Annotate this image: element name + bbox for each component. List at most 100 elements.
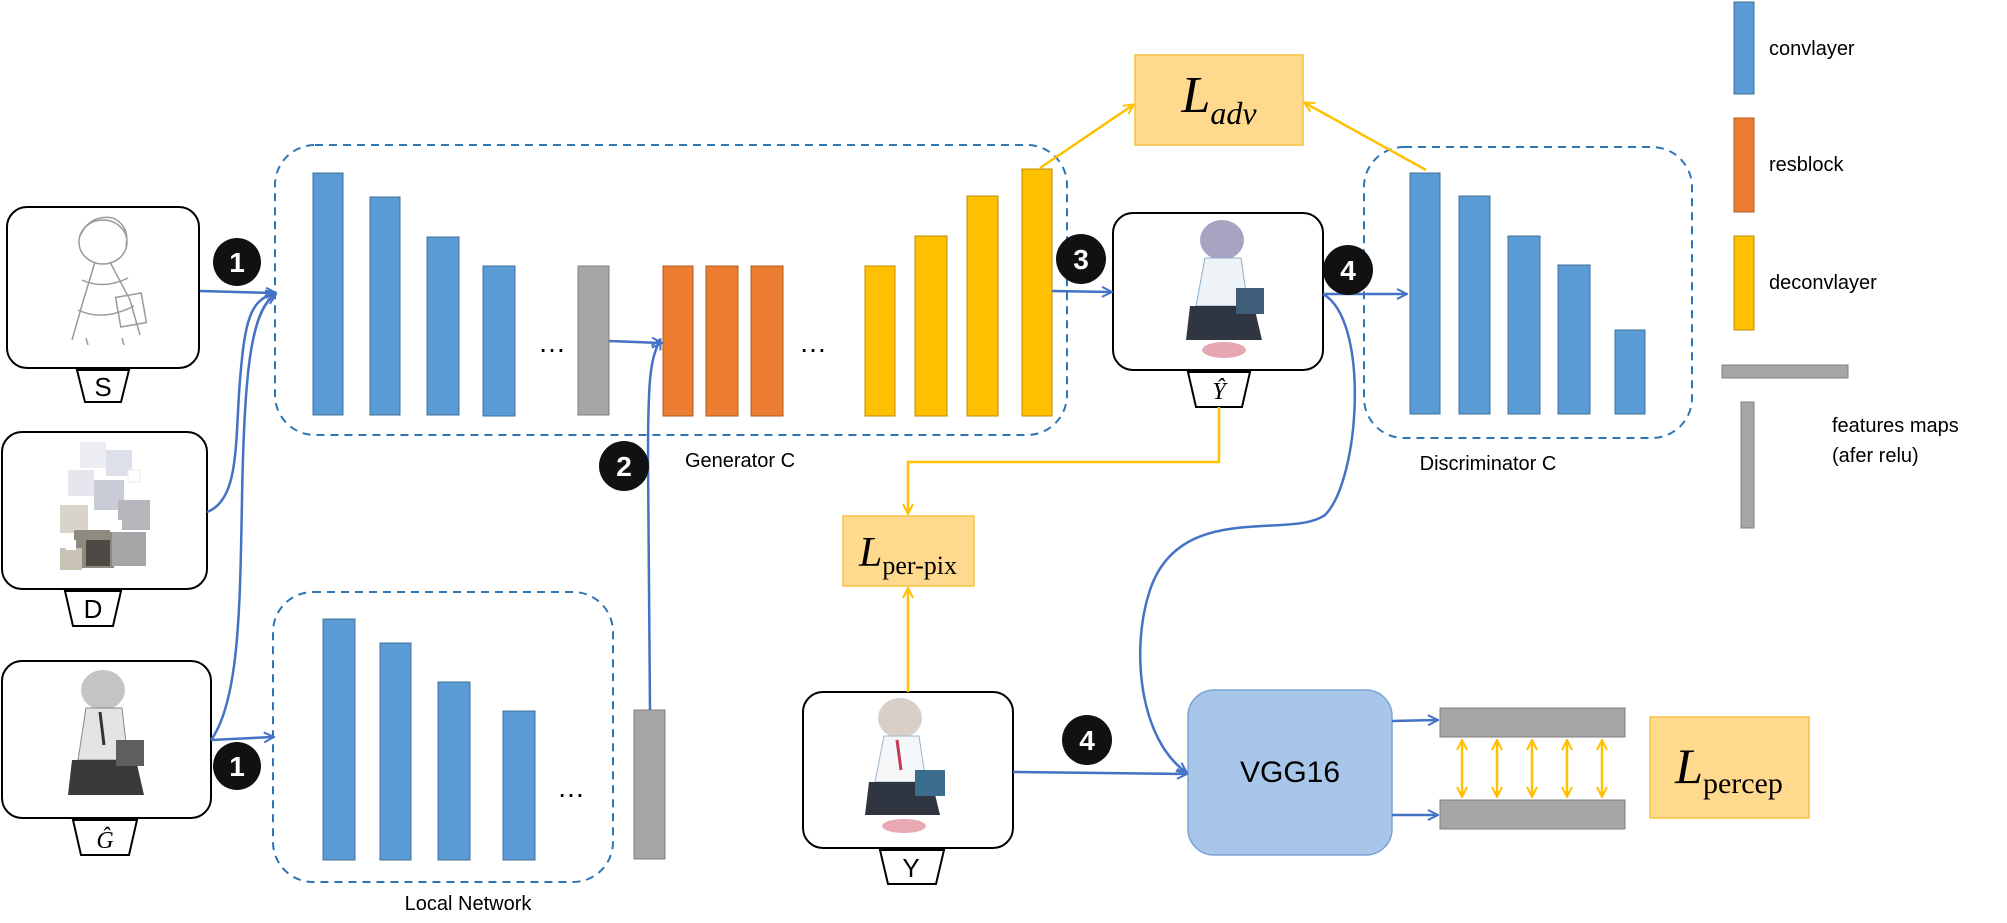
legend: convlayer resblock deconvlayer features … [1721,1,1959,529]
arrow-generator-to-loss-adv [1039,105,1133,170]
step-4a-number: 4 [1340,255,1356,286]
input-d: D [1,431,208,627]
input-s-label: S [94,372,111,402]
legend-features-line1: features maps [1832,415,1959,437]
step-4a: 4 [1323,245,1373,295]
loss-per-pix-sub: per-pix [882,551,957,580]
input-s-tag [75,369,131,403]
step-1a: 1 [213,238,261,286]
ground-truth-character-image [865,698,945,833]
disc-conv-3 [1507,235,1541,415]
legend-feature-horizontal-swatch [1721,364,1849,379]
arrow-discriminator-to-loss-adv [1305,103,1427,172]
disc-conv-1 [1409,172,1441,415]
gen-conv-4 [482,265,516,417]
loss-percep-main: L [1674,738,1703,794]
output-y-hat: Ŷ [1112,212,1324,408]
generator-deconv-layers [864,168,1053,417]
step-2-number: 2 [616,451,632,482]
legend-conv-swatch [1733,1,1755,95]
arrow-generator-to-y-hat [1051,291,1111,292]
loss-per-pix-main: L [858,530,882,576]
generator-label: Generator C [685,450,795,472]
local-conv-layers [322,618,536,861]
gen-res-1 [662,265,694,417]
input-d-frame [1,431,208,590]
local-conv-3 [437,681,471,861]
gen-deconv-1 [864,265,896,417]
local-conv-4 [502,710,536,861]
input-g-hat-label: Ĝ [96,828,113,854]
svg-text:Ladv: Ladv [1180,67,1257,131]
legend-feature-vertical-swatch [1740,401,1755,529]
step-1b: 1 [213,742,261,790]
step-3: 3 [1056,234,1106,284]
ground-truth-y: Y [802,691,1014,885]
generator-box [274,144,1068,436]
step-3-number: 3 [1073,244,1089,275]
arrow-g-to-generator [209,295,275,741]
output-y-hat-tag [1186,371,1252,408]
gen-res-2 [705,265,739,417]
local-conv-1 [322,618,356,861]
loss-adv-box [1134,54,1304,146]
vgg-feature-map-top [1439,707,1626,738]
arrow-g-to-local [210,737,273,740]
svg-text:Lper-pix: Lper-pix [858,530,957,580]
generator-resblocks [662,265,784,417]
loss-percep: Lpercep [1649,716,1810,819]
input-d-tag [63,590,123,627]
input-s: S [6,206,200,403]
arrow-y-to-vgg [1012,772,1186,774]
step-1a-number: 1 [229,247,245,278]
legend-res-swatch [1733,117,1755,213]
gen-deconv-4 [1021,168,1053,417]
gen-deconv-2 [914,235,948,417]
gen-res-3 [750,265,784,417]
local-conv-2 [379,642,412,861]
vgg16-label: VGG16 [1240,756,1340,789]
disc-conv-5 [1614,329,1646,415]
vgg-feature-map-bottom [1439,799,1626,830]
arrow-feature-to-resblock [608,341,661,343]
sketch-image [71,216,148,346]
local-network-label: Local Network [405,893,533,915]
step-4b-number: 4 [1079,725,1095,756]
loss-adv-main: L [1180,67,1210,124]
grayscale-character-image [68,670,144,795]
loss-adv: Ladv [1134,54,1304,146]
gen-feature-map [577,265,610,416]
legend-deconv-label: deconvlayer [1769,272,1877,294]
disc-conv-4 [1557,264,1591,415]
loss-adv-sub: adv [1210,95,1257,131]
legend-conv-label: convlayer [1769,38,1855,60]
generator-conv-layers [312,172,516,417]
color-dots-image [60,442,150,570]
loss-percep-box [1649,716,1810,819]
arrow-s-to-generator [199,291,275,293]
arrow-d-to-generator [206,293,275,514]
gen-ellipsis-2: … [799,327,827,358]
gen-ellipsis-1: … [538,327,566,358]
arrow-y-hat-to-loss-per-pix [908,407,1221,513]
legend-res-label: resblock [1769,154,1844,176]
arrow-y-hat-to-vgg [1138,292,1357,772]
step-4b: 4 [1062,715,1112,765]
step-2: 2 [599,441,649,491]
local-ellipsis: … [557,772,585,803]
arrow-local-to-resblock [646,340,660,711]
input-g-hat-tag [71,819,139,856]
feature-compare-arrows [1462,741,1602,796]
legend-deconv-swatch [1733,235,1755,331]
gen-deconv-3 [966,195,999,417]
loss-per-pix-box [842,515,975,587]
svg-text:Lpercep: Lpercep [1674,738,1783,800]
step-1b-number: 1 [229,751,245,782]
gen-conv-1 [312,172,344,416]
legend-features-line2: (afer relu) [1832,445,1919,467]
output-y-hat-label: Ŷ [1212,379,1228,405]
blue-arrows [199,291,1437,815]
gen-conv-2 [369,196,401,416]
arrow-vgg-to-top-feature [1391,720,1437,721]
